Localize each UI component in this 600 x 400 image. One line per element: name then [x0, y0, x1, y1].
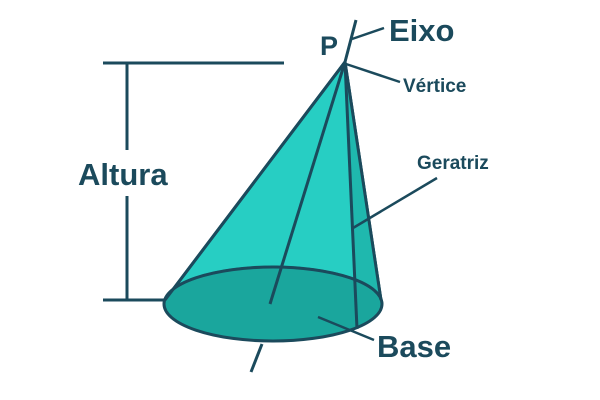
- axis-leader: [351, 26, 385, 41]
- axis-line-lower: [249, 343, 264, 373]
- height-label: Altura: [78, 157, 168, 192]
- vertex-leader: [345, 62, 401, 84]
- generatrix-leader: [352, 176, 438, 230]
- axis-label: Eixo: [389, 13, 454, 48]
- apex-label: P: [320, 31, 338, 61]
- base-hidden-edge: [162, 265, 384, 305]
- base-leader: [317, 315, 375, 342]
- generatrix-label: Geratriz: [417, 153, 489, 174]
- axis-line-upper: [343, 19, 358, 63]
- base-label: Base: [377, 329, 451, 364]
- axis-line-inner: [268, 61, 347, 305]
- vertex-label: Vértice: [403, 76, 466, 97]
- generatrix-line: [343, 61, 359, 330]
